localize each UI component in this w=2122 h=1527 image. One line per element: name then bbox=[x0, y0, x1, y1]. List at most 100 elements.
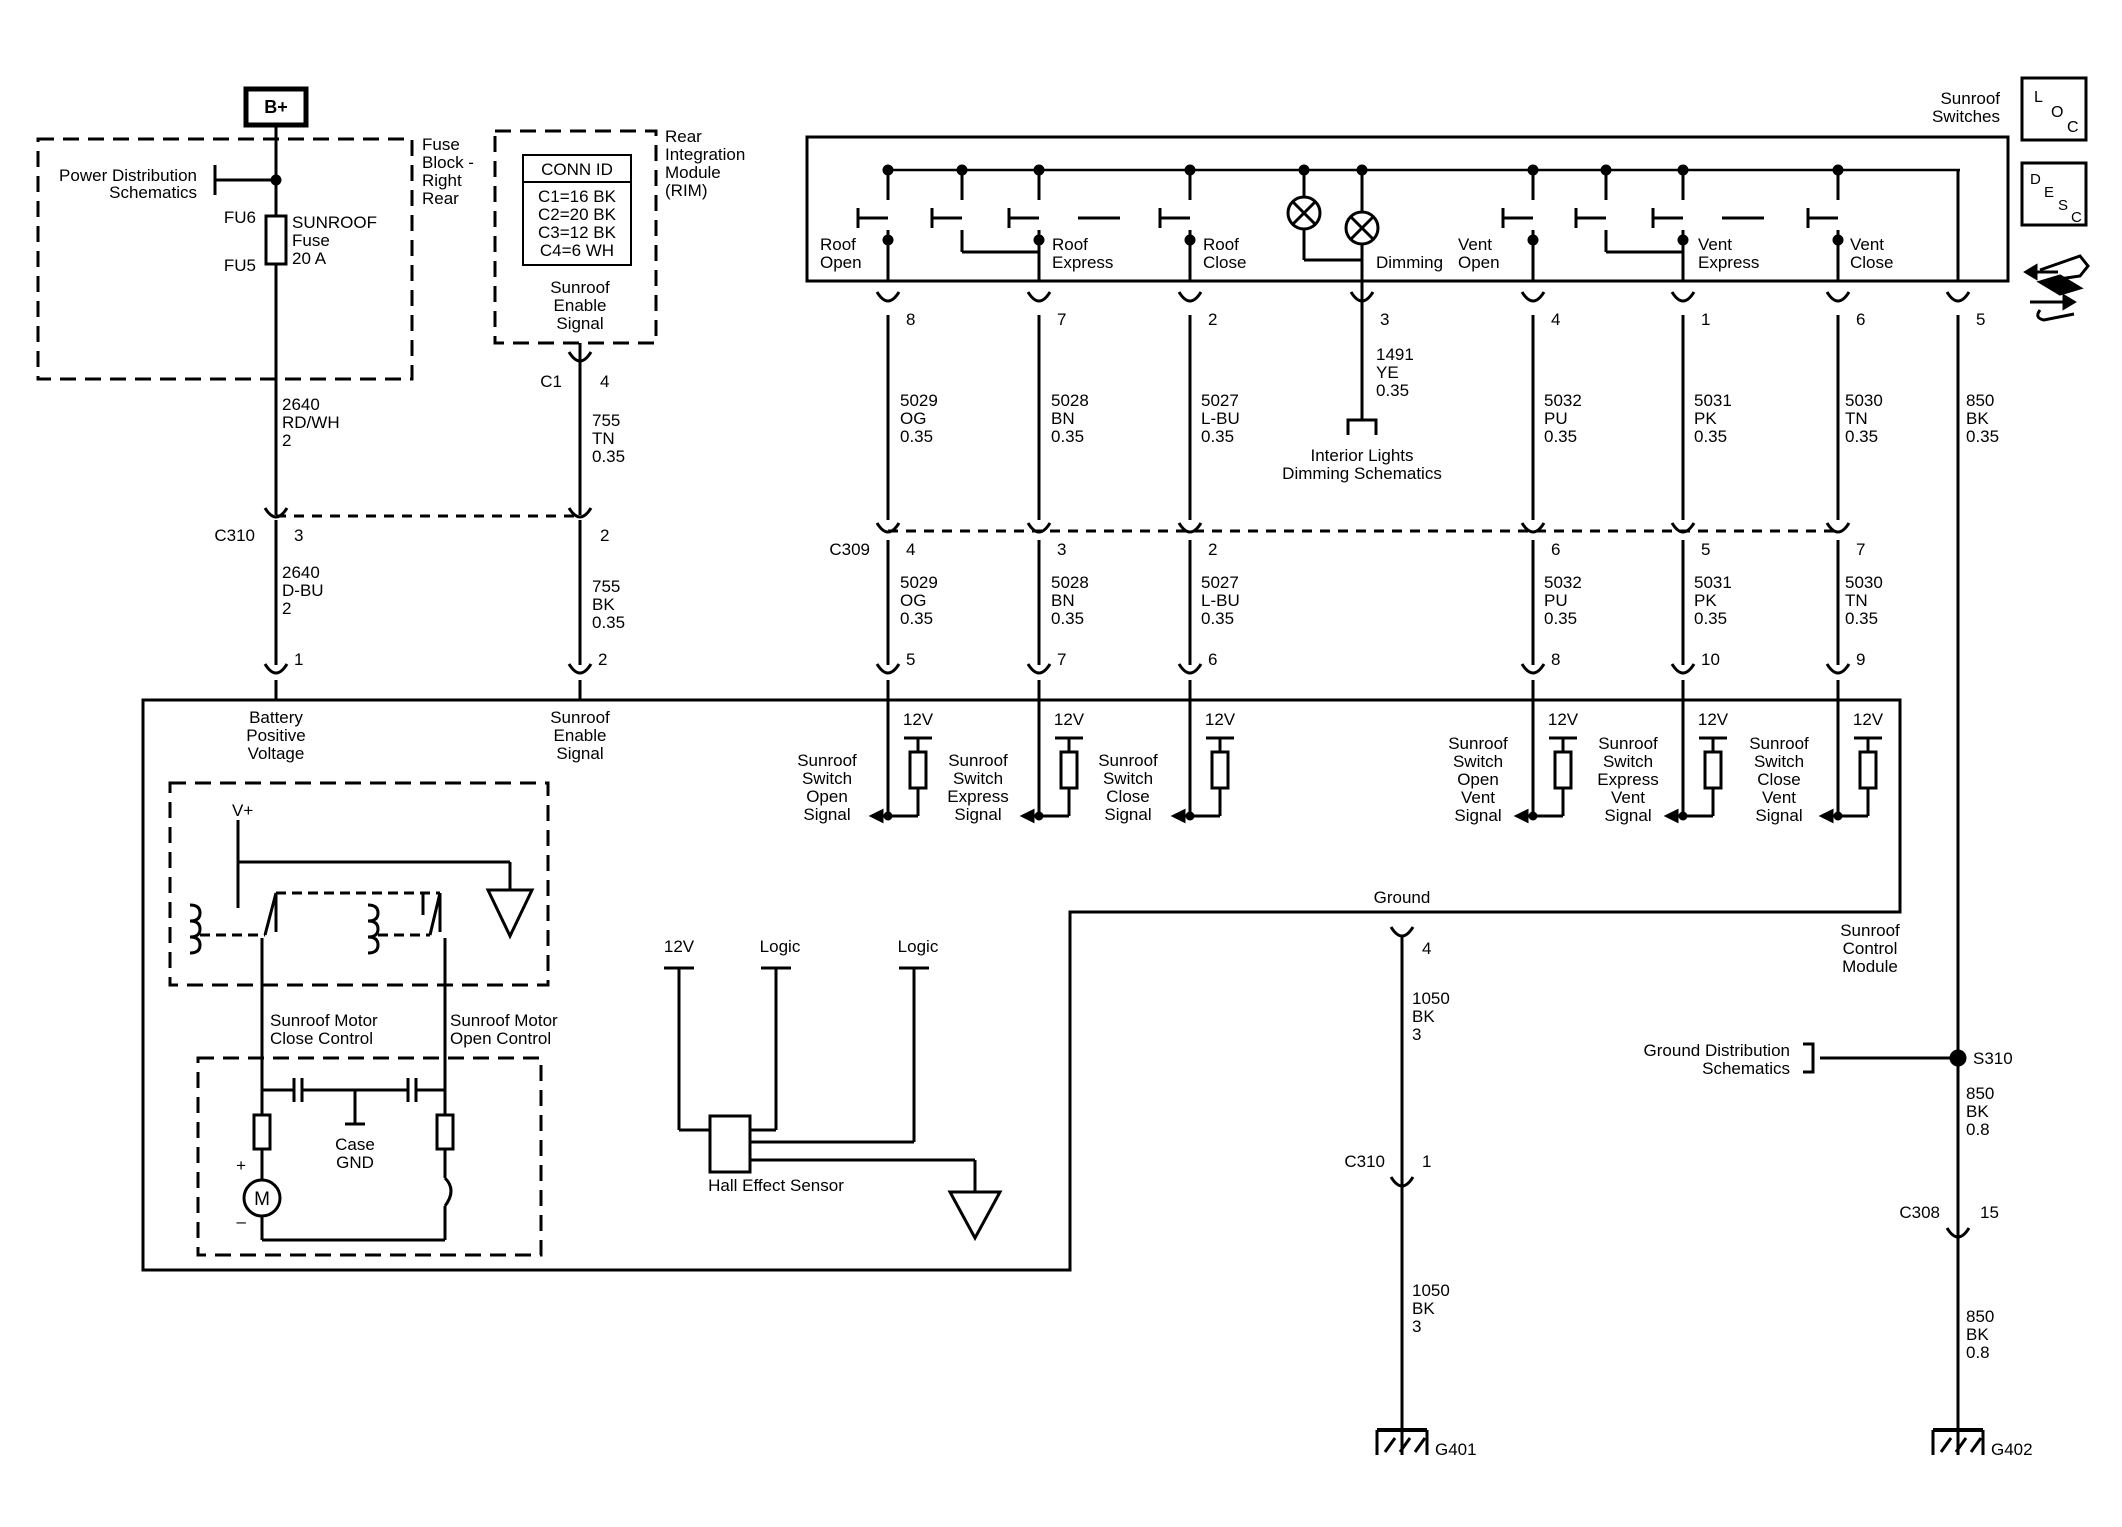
desc-icon[interactable]: D E S C bbox=[2020, 161, 2088, 227]
sig-open-4: Signal bbox=[803, 805, 850, 824]
c309-pin-5: 5 bbox=[1701, 540, 1710, 559]
pullup-junction bbox=[883, 811, 893, 821]
lamp-1-x2 bbox=[1291, 200, 1317, 226]
pullup-resistor bbox=[1210, 750, 1230, 790]
wire-5028-top-3: 0.35 bbox=[1051, 427, 1084, 446]
sig-open-1: Sunroof bbox=[797, 751, 857, 770]
c309-pin-4: 4 bbox=[906, 540, 915, 559]
module-connector bbox=[1026, 663, 1052, 675]
c309-connector bbox=[1026, 522, 1052, 534]
wire-5028-top-1: 5028 bbox=[1051, 391, 1089, 410]
switch-pin-1: 1 bbox=[1701, 310, 1710, 329]
wire-5031-mid-3: 0.35 bbox=[1694, 609, 1727, 628]
v-plus-label: V+ bbox=[232, 801, 253, 820]
sig-vent-open-1: Sunroof bbox=[1448, 734, 1508, 753]
switch-connector-6 bbox=[1825, 291, 1851, 303]
lamp-2-x2 bbox=[1349, 215, 1375, 241]
module-pin-5: 5 bbox=[906, 650, 915, 669]
wire-755-top-3: 0.35 bbox=[592, 447, 625, 466]
switch-connector-7 bbox=[1026, 291, 1052, 303]
sig-vent-open-3: Open bbox=[1457, 770, 1499, 789]
g402-label: G402 bbox=[1991, 1440, 2033, 1459]
wire-1491-1: 1491 bbox=[1376, 345, 1414, 364]
rim-title-3: Module bbox=[665, 163, 721, 182]
module-name-1: Sunroof bbox=[1840, 921, 1900, 940]
vent-express-aux-top-junction bbox=[1600, 164, 1612, 176]
relay-box bbox=[168, 781, 550, 987]
roof-close-label-2: Close bbox=[1203, 253, 1246, 272]
wire-2640-mid-3: 2 bbox=[282, 599, 291, 618]
sig-vent-close-1: Sunroof bbox=[1749, 734, 1809, 753]
roof-close-junction bbox=[1184, 234, 1196, 246]
wire-755-mid-1: 755 bbox=[592, 577, 620, 596]
module-pin-10: 10 bbox=[1701, 650, 1720, 669]
switch-pin-6: 6 bbox=[1856, 310, 1865, 329]
sig-close-2: Switch bbox=[1103, 769, 1153, 788]
wire-5028-top-2: BN bbox=[1051, 409, 1075, 428]
conn-id-row-4: C4=6 WH bbox=[540, 241, 614, 260]
motor-plus-label: + bbox=[236, 1156, 246, 1175]
rim-title-2: Integration bbox=[665, 145, 745, 164]
motor-box bbox=[196, 1056, 543, 1257]
rim-connector bbox=[567, 351, 593, 363]
c308-connector bbox=[1945, 1227, 1971, 1239]
wire-5032-mid-2: PU bbox=[1544, 591, 1568, 610]
desc-icon-d: D bbox=[2030, 171, 2041, 188]
rim-pin-label: 4 bbox=[600, 372, 609, 391]
wiring-layer bbox=[36, 86, 2010, 1455]
switch-pin-4: 4 bbox=[1551, 310, 1560, 329]
switch-connector-5 bbox=[1945, 291, 1971, 303]
labels: B+ Power Distribution Schematics Fuse Bl… bbox=[59, 89, 2033, 1459]
wire-5027-mid-1: 5027 bbox=[1201, 573, 1239, 592]
c308-pin: 15 bbox=[1980, 1203, 1999, 1222]
dimming-label: Dimming bbox=[1376, 253, 1443, 272]
vent-express-label-2: Express bbox=[1698, 253, 1759, 272]
wire-1050-a-3: 3 bbox=[1412, 1025, 1421, 1044]
wire-5028-mid-1: 5028 bbox=[1051, 573, 1089, 592]
switch-connector-1 bbox=[1670, 291, 1696, 303]
motor-close-label-1: Sunroof Motor bbox=[270, 1011, 378, 1030]
wire-5027-top-1: 5027 bbox=[1201, 391, 1239, 410]
case-gnd-label-2: GND bbox=[336, 1153, 374, 1172]
conn-id-row-3: C3=12 BK bbox=[538, 223, 617, 242]
hall-12v-label: 12V bbox=[664, 937, 695, 956]
conn-id-table bbox=[522, 154, 632, 266]
pullup-junction bbox=[1833, 811, 1843, 821]
wire-5030-mid-1: 5030 bbox=[1845, 573, 1883, 592]
c310-pin-2: 2 bbox=[600, 526, 609, 545]
wire-5027-mid-3: 0.35 bbox=[1201, 609, 1234, 628]
c310-bottom-label: C310 bbox=[1344, 1152, 1385, 1171]
switch-pin-3: 3 bbox=[1380, 310, 1389, 329]
ground-dist-label-1: Ground Distribution bbox=[1644, 1041, 1790, 1060]
c310-bottom-connector bbox=[1389, 1176, 1415, 1188]
vent-open-junction bbox=[1527, 234, 1539, 246]
motor-m-label: M bbox=[254, 1189, 270, 1210]
case-gnd-label-1: Case bbox=[335, 1135, 375, 1154]
enable-label-1: Sunroof bbox=[550, 708, 610, 727]
battery-label-2: Positive bbox=[246, 726, 306, 745]
fuse-block-label-4: Rear bbox=[422, 189, 459, 208]
lamp-1-junction bbox=[1298, 164, 1310, 176]
wire-850-top-3: 0.35 bbox=[1966, 427, 1999, 446]
input-arrow bbox=[868, 808, 884, 824]
b-plus-label: B+ bbox=[264, 97, 288, 117]
vent-express-junction bbox=[1677, 234, 1689, 246]
vent-express-top-junction bbox=[1677, 164, 1689, 176]
fuse-block-label-1: Fuse bbox=[422, 135, 460, 154]
input-arrow bbox=[1663, 808, 1679, 824]
module-ground-connector bbox=[1389, 926, 1415, 938]
c309-connector bbox=[1177, 522, 1203, 534]
desc-icon-e: E bbox=[2044, 184, 2054, 201]
loc-icon[interactable]: L O C bbox=[2020, 76, 2088, 142]
wire-5029-top-3: 0.35 bbox=[900, 427, 933, 446]
module-pin-9: 9 bbox=[1856, 650, 1865, 669]
c309-pin-3: 3 bbox=[1057, 540, 1066, 559]
module-connector bbox=[1520, 663, 1546, 675]
pullup-12v-label: 12V bbox=[1054, 710, 1085, 729]
roof-express-label-2: Express bbox=[1052, 253, 1113, 272]
sig-express-3: Express bbox=[947, 787, 1008, 806]
connector-view-icon[interactable] bbox=[2023, 254, 2090, 322]
sig-express-1: Sunroof bbox=[948, 751, 1008, 770]
wire-5031-mid-1: 5031 bbox=[1694, 573, 1732, 592]
sig-vent-close-2: Switch bbox=[1754, 752, 1804, 771]
